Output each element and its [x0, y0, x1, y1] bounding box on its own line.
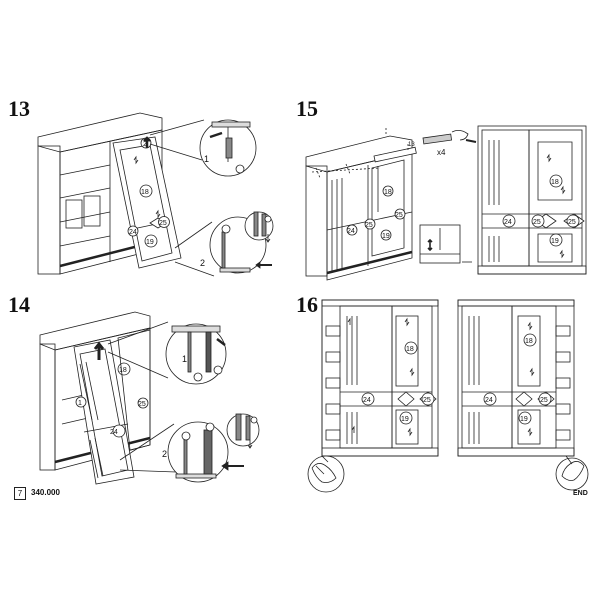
part-24-label-14: 24	[110, 429, 118, 436]
screw-count-label: x4	[437, 148, 446, 157]
hand-detail-right-16	[555, 455, 589, 491]
wardrobe-right-16	[457, 299, 575, 457]
part-25-label: 25	[159, 220, 167, 227]
part-25b-label-15: 25	[395, 212, 403, 219]
wardrobe-left-16	[321, 299, 439, 457]
step-2-label-14: 2	[162, 449, 167, 459]
part-25-label-16a: 25	[423, 397, 431, 404]
step-14-diagram: 1 18 25 24 1 2	[39, 311, 260, 485]
part-24-label: 24	[129, 229, 137, 236]
part-1-label: 1	[78, 400, 82, 407]
end-label: END	[573, 490, 588, 497]
part-13-label-15: 13	[408, 142, 415, 148]
step-15-diagram: 18 25 25 24 19 13 x4	[305, 125, 587, 281]
part-24-label-16a: 24	[363, 397, 371, 404]
step-2-label: 2	[200, 258, 205, 268]
step-16-number: 16	[296, 292, 318, 317]
part-18-label-16a: 18	[406, 346, 414, 353]
part-25-label-16b: 25	[540, 397, 548, 404]
page-number-box: 7	[14, 487, 26, 500]
part-24-label-16b: 24	[485, 397, 493, 404]
level-detail-15	[419, 224, 472, 264]
part-24-label-15: 24	[347, 228, 355, 235]
wardrobe-front-15	[477, 125, 587, 275]
part-25-label-14: 25	[138, 401, 146, 408]
wardrobe-body-13	[37, 112, 163, 275]
part-25-label-15b: 25	[533, 219, 541, 226]
part-18-label: 18	[141, 189, 149, 196]
step-1-label-14: 1	[182, 354, 187, 364]
zoom-detail-13-right	[244, 211, 274, 243]
part-19-label-16b: 19	[520, 416, 528, 423]
step-1-label: 1	[204, 154, 209, 164]
zoom-detail-14-right	[226, 413, 260, 449]
step-14-number: 14	[8, 292, 30, 317]
wardrobe-15	[305, 128, 417, 281]
zoom-detail-13-top	[149, 119, 257, 177]
part-18-label-15: 18	[384, 189, 392, 196]
step-13-number: 13	[8, 96, 30, 121]
part-24-label-15b: 24	[504, 219, 512, 226]
step-13-diagram: 2 18 25 24 19 1 2	[37, 112, 274, 277]
zoom-detail-14-bottom	[119, 421, 244, 483]
part-18-label-14: 18	[119, 367, 127, 374]
part-25-label-15: 25	[365, 222, 373, 229]
part-18-label-15b: 18	[551, 179, 559, 186]
part-19-label: 19	[146, 239, 154, 246]
part-2-label: 2	[143, 141, 147, 148]
part-25c-label-15b: 25	[568, 219, 576, 226]
part-19-label-15b: 19	[551, 238, 559, 245]
zoom-detail-14-top	[107, 321, 227, 385]
screw-detail-15	[422, 130, 477, 145]
step-16-diagram: 18 24 25 19	[307, 299, 589, 493]
door-13	[112, 136, 182, 269]
product-code: 340.000	[31, 488, 60, 497]
hand-detail-left-16	[307, 455, 345, 493]
part-18-label-16b: 18	[525, 338, 533, 345]
step-15-number: 15	[296, 96, 318, 121]
part-19-label-15: 19	[382, 233, 390, 240]
part-19-label-16a: 19	[401, 416, 409, 423]
